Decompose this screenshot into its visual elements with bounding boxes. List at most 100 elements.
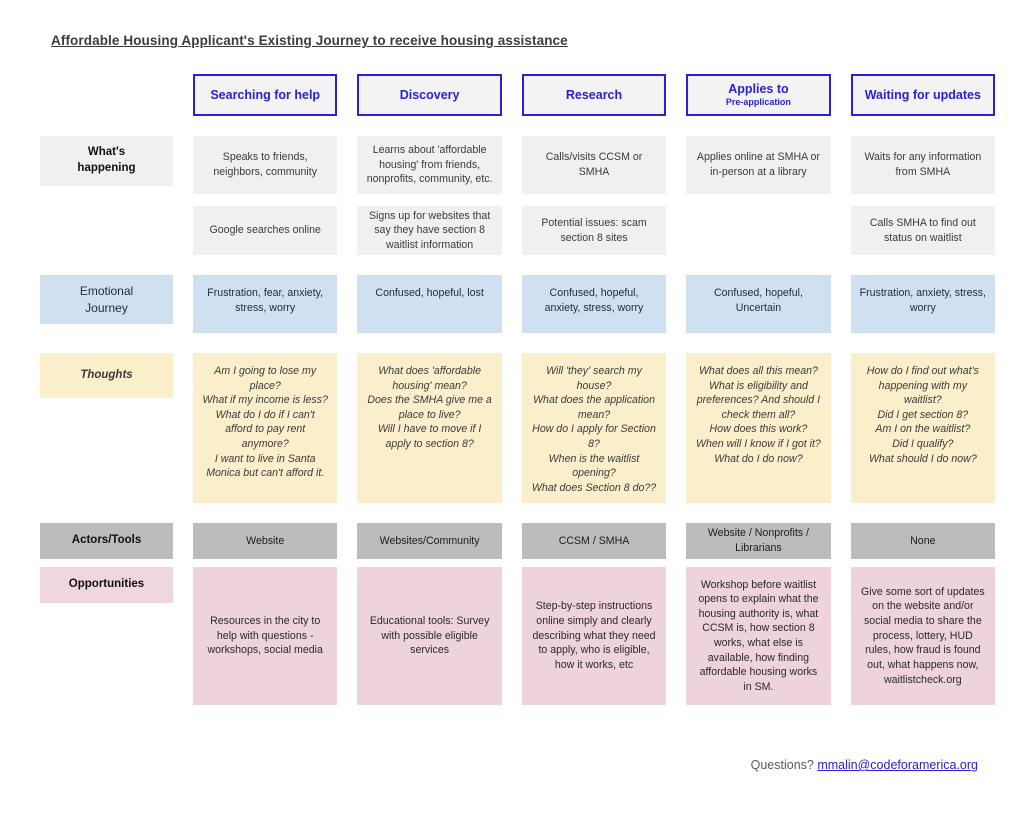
cell-actors-waiting: None — [850, 523, 996, 559]
cell-column-2: Signs up for websites that say they have… — [357, 206, 502, 255]
spacer — [40, 559, 995, 567]
row-label-line-2: Journey — [85, 300, 128, 315]
cell-column-3: Step-by-step instructions online simply … — [521, 567, 667, 705]
cell-column-2: Educational tools: Survey with possible … — [357, 567, 502, 705]
cell-happening-waiting-1: Waits for any information from SMHA — [850, 136, 996, 194]
phase-subtitle: Pre-application — [725, 97, 791, 108]
cell-column-5: How do I find out what's happening with … — [850, 353, 996, 503]
cell-happening-waiting-2: Calls SMHA to find out status on waitlis… — [850, 206, 996, 255]
phase-title: Searching for help — [210, 87, 321, 102]
cell-thoughts-searching: Am I going to lose my place?What if my i… — [193, 353, 338, 503]
cell-column-4: Workshop before waitlist opens to explai… — [686, 567, 831, 705]
spacer — [40, 333, 995, 353]
phase-header-applies-to[interactable]: Applies to Pre-application — [686, 74, 831, 116]
cell-column-3: Potential issues: scam section 8 sites — [521, 206, 667, 255]
row-label-emotional-wrap: Emotional Journey — [40, 275, 173, 333]
phase-column-3: Research — [521, 74, 667, 116]
cell-column-2: What does 'affordable housing' mean?Does… — [357, 353, 502, 503]
cell-thoughts-waiting: How do I find out what's happening with … — [850, 353, 996, 503]
row-label-line-1: What's — [87, 146, 126, 159]
row-whats-happening-secondary: Google searches online Signs up for webs… — [40, 206, 996, 255]
phase-title: Waiting for updates — [864, 87, 981, 102]
cell-actors-applies: Website / Nonprofits / Librarians — [686, 523, 831, 559]
cell-column-5: None — [850, 523, 996, 559]
cell-emotional-searching: Frustration, fear, anxiety, stress, worr… — [193, 275, 338, 333]
cell-column-5: Waits for any information from SMHA — [850, 136, 996, 194]
phase-column-2: Discovery — [357, 74, 502, 116]
cell-column-2: Learns about 'affordable housing' from f… — [357, 136, 502, 194]
cell-happening-research-2: Potential issues: scam section 8 sites — [521, 206, 667, 255]
row-thoughts: Thoughts Am I going to lose my place?Wha… — [40, 353, 996, 503]
cell-happening-applies-2 — [686, 206, 830, 255]
row-label-line-2: happening — [77, 162, 136, 174]
row-label-opportunities-wrap: Opportunities — [40, 567, 173, 705]
cell-thoughts-applies: What does all this mean?What is eligibil… — [686, 353, 831, 503]
cell-actors-discovery: Websites/Community — [357, 523, 502, 559]
row-emotional-journey: Emotional Journey Frustration, fear, anx… — [40, 275, 996, 333]
cell-column-1: Frustration, fear, anxiety, stress, worr… — [193, 275, 338, 333]
cell-emotional-research: Confused, hopeful, anxiety, stress, worr… — [521, 275, 667, 333]
cell-happening-searching-1: Speaks to friends, neighbors, community — [193, 136, 338, 194]
phase-title: Research — [565, 87, 623, 102]
cell-emotional-discovery: Confused, hopeful, lost — [357, 275, 502, 333]
phase-header-research[interactable]: Research — [521, 74, 667, 116]
cell-column-1: Resources in the city to help with quest… — [193, 567, 338, 705]
cell-column-1: Google searches online — [193, 206, 338, 255]
phase-column-5: Waiting for updates — [850, 74, 996, 116]
row-label-actors-tools: Actors/Tools — [40, 523, 173, 559]
cell-column-3: Calls/visits CCSM or SMHA — [521, 136, 667, 194]
row-opportunities: Opportunities Resources in the city to h… — [40, 567, 996, 705]
cell-column-4: Applies online at SMHA or in-person at a… — [686, 136, 831, 194]
cell-column-3: Will 'they' search my house?What does th… — [521, 353, 667, 503]
cell-column-4: Website / Nonprofits / Librarians — [686, 523, 831, 559]
cell-column-2: Websites/Community — [357, 523, 502, 559]
phase-title: Applies to — [728, 81, 789, 96]
cell-column-1: Am I going to lose my place?What if my i… — [193, 353, 338, 503]
cell-happening-discovery-2: Signs up for websites that say they have… — [357, 206, 502, 255]
cell-emotional-waiting: Frustration, anxiety, stress, worry — [850, 275, 996, 333]
cell-actors-searching: Website — [193, 523, 338, 559]
phase-header-searching-for-help[interactable]: Searching for help — [193, 74, 338, 116]
row-label-spacer — [40, 206, 173, 255]
cell-column-5: Calls SMHA to find out status on waitlis… — [850, 206, 996, 255]
cell-column-5: Give some sort of updates on the website… — [850, 567, 996, 705]
cell-opportunities-discovery: Educational tools: Survey with possible … — [357, 567, 502, 705]
cell-happening-discovery-1: Learns about 'affordable housing' from f… — [357, 136, 502, 194]
phase-header-discovery[interactable]: Discovery — [357, 74, 502, 116]
page-title: Affordable Housing Applicant's Existing … — [51, 33, 568, 48]
footer-email-link[interactable]: mmalin@codeforamerica.org — [817, 758, 978, 772]
cell-opportunities-applies: Workshop before waitlist opens to explai… — [686, 567, 831, 705]
cell-column-5: Frustration, anxiety, stress, worry — [850, 275, 996, 333]
phase-header-waiting-for-updates[interactable]: Waiting for updates — [850, 74, 996, 116]
cell-column-1: Speaks to friends, neighbors, community — [193, 136, 338, 194]
phase-column-4: Applies to Pre-application — [686, 74, 831, 116]
row-label-emotional-journey: Emotional Journey — [40, 275, 173, 324]
phase-column-1: Searching for help — [193, 74, 338, 116]
footer-question-label: Questions? — [750, 758, 814, 772]
cell-column-3: Confused, hopeful, anxiety, stress, worr… — [521, 275, 667, 333]
spacer — [40, 503, 995, 523]
cell-opportunities-waiting: Give some sort of updates on the website… — [850, 567, 996, 705]
phase-title: Discovery — [399, 87, 460, 102]
journey-map-grid: Searching for help Discovery Research Ap… — [40, 74, 996, 705]
cell-column-4 — [686, 206, 830, 255]
row-actors-tools: Actors/Tools Website Websites/Community … — [40, 523, 996, 559]
cell-column-1: Website — [193, 523, 338, 559]
cell-column-4: What does all this mean?What is eligibil… — [686, 353, 831, 503]
row-label-actors-wrap: Actors/Tools — [40, 523, 173, 559]
spacer — [40, 194, 995, 206]
cell-happening-applies-1: Applies online at SMHA or in-person at a… — [686, 136, 831, 194]
row-label-thoughts-wrap: Thoughts — [40, 353, 173, 503]
row-whats-happening-primary: What's happening Speaks to friends, neig… — [40, 136, 996, 194]
phase-header-spacer — [40, 74, 173, 116]
spacer — [40, 116, 995, 136]
cell-happening-research-1: Calls/visits CCSM or SMHA — [521, 136, 667, 194]
cell-happening-searching-2: Google searches online — [193, 206, 338, 255]
row-label-thoughts: Thoughts — [40, 353, 173, 398]
footer-contact: Questions? mmalin@codeforamerica.org — [751, 758, 978, 772]
cell-column-3: CCSM / SMHA — [521, 523, 667, 559]
row-label-line-1: Emotional — [79, 284, 134, 299]
spacer — [40, 255, 995, 275]
cell-opportunities-searching: Resources in the city to help with quest… — [193, 567, 338, 705]
cell-thoughts-discovery: What does 'affordable housing' mean?Does… — [357, 353, 502, 503]
